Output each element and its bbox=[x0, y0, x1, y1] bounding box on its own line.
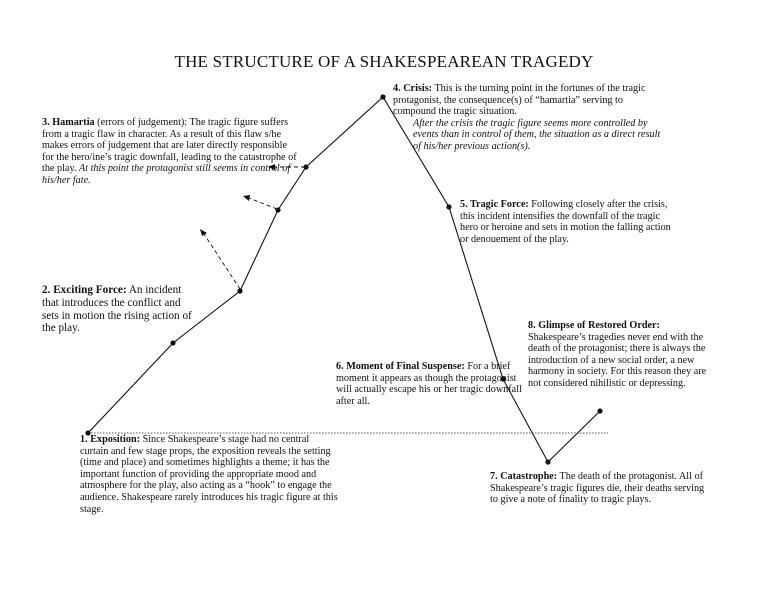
exciting-force-note: 2. Exciting Force: An incident that intr… bbox=[42, 284, 194, 335]
crisis-italic-text: After the crisis the tragic figure seems… bbox=[413, 117, 661, 152]
crisis-point bbox=[380, 94, 386, 100]
dashed-arrow-line bbox=[248, 197, 278, 210]
dashed-arrow-line bbox=[203, 233, 241, 290]
catastrophe-point bbox=[545, 459, 551, 465]
falling-action-line bbox=[382, 96, 549, 463]
restored-order-note: 8. Glimpse of Restored Order: Shakespear… bbox=[528, 320, 710, 390]
final-suspense-note: 6. Moment of Final Suspense: For a brief… bbox=[336, 361, 522, 407]
exposition-note: 1. Exposition: Since Shakespeare’s stage… bbox=[80, 434, 338, 515]
hamartia-heading: 3. Hamartia bbox=[42, 117, 95, 128]
crisis-heading: 4. Crisis: bbox=[393, 83, 433, 94]
hamartia-arrows bbox=[200, 164, 305, 290]
exciting-force-text: An incident that introduces the conflict… bbox=[42, 284, 192, 335]
catastrophe-note: 7. Catastrophe: The death of the protago… bbox=[490, 471, 706, 506]
arrowhead-icon bbox=[243, 195, 250, 201]
crisis-note: 4. Crisis: This is the turning point in … bbox=[393, 83, 663, 153]
rising-action-line bbox=[87, 96, 384, 434]
exciting-force-heading: 2. Exciting Force: bbox=[42, 284, 127, 296]
restored-order-heading: 8. Glimpse of Restored Order: bbox=[528, 320, 660, 331]
exposition-text: Since Shakespeare’s stage had no central… bbox=[80, 434, 338, 515]
exposition-heading: 1. Exposition: bbox=[80, 434, 141, 445]
page-title: THE STRUCTURE OF A SHAKESPEAREAN TRAGEDY bbox=[174, 52, 594, 71]
hamartia-italic-text: At this point the protagonist still seem… bbox=[42, 163, 291, 186]
catastrophe-text: The death of the protagonist. All of Sha… bbox=[490, 471, 705, 506]
catastrophe-heading: 7. Catastrophe: bbox=[490, 471, 558, 482]
final-suspense-heading: 6. Moment of Final Suspense: bbox=[336, 361, 465, 372]
rising-point bbox=[170, 340, 176, 346]
crisis-text: This is the turning point in the fortune… bbox=[393, 83, 646, 118]
hamartia-note: 3. Hamartia (errors of judgement): The t… bbox=[42, 117, 300, 187]
tragic-force-heading: 5. Tragic Force: bbox=[460, 199, 529, 210]
final-suspense-point bbox=[500, 376, 506, 382]
hamartia-text: The tragic figure suffers from a tragic … bbox=[42, 117, 297, 175]
hamartia-point-2 bbox=[303, 164, 309, 170]
tragic-force-point bbox=[446, 204, 452, 210]
restored-order-text: Shakespeare’s tragedies never end with t… bbox=[528, 331, 707, 389]
tragic-force-text: Following closely after the crisis, this… bbox=[460, 199, 671, 245]
stage-points bbox=[85, 94, 603, 465]
exciting-force-point bbox=[237, 288, 243, 294]
final-suspense-text: For a brief moment it appears as though … bbox=[336, 361, 522, 407]
arrowhead-icon bbox=[200, 229, 207, 236]
arrowhead-icon bbox=[268, 164, 275, 170]
hamartia-point-1 bbox=[275, 207, 281, 213]
hamartia-aside: (errors of judgement): bbox=[97, 117, 188, 128]
restored-order-line bbox=[547, 410, 601, 463]
restored-order-point bbox=[597, 408, 603, 414]
tragic-force-note: 5. Tragic Force: Following closely after… bbox=[460, 199, 678, 245]
exposition-point bbox=[85, 430, 91, 436]
